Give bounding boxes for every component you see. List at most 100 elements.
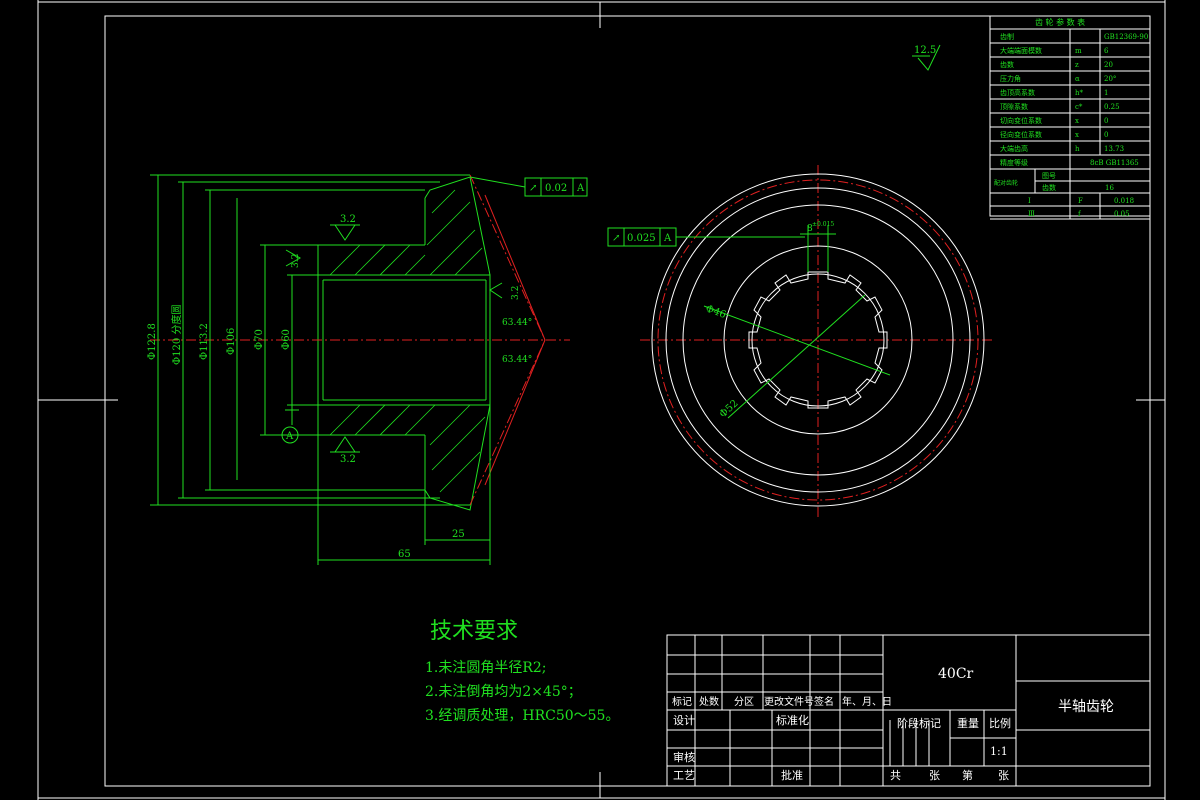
tb-review: 审核	[673, 750, 695, 764]
pair-label: 配对齿轮	[994, 179, 1018, 187]
tb-header-count: 处数	[699, 695, 719, 708]
tb-header-date: 年、月、日	[842, 695, 892, 708]
tech-req-item-2: 2.未注倒角均为2×45°；	[425, 684, 582, 700]
tb-weight: 重量	[957, 716, 979, 730]
param-sym: c*	[1075, 103, 1083, 111]
hatch-upper	[329, 189, 483, 276]
datum-a-marker: A	[281, 405, 299, 444]
svg-text:0.02: 0.02	[545, 183, 567, 194]
material-label: 40Cr	[938, 666, 974, 682]
param-sym: m	[1075, 47, 1082, 55]
tb-sheet-no: 第	[962, 768, 973, 782]
param-value: GB12369-90	[1104, 33, 1148, 41]
param-name: 大端端面模数	[1000, 46, 1042, 55]
param-name: 顶隙系数	[1000, 102, 1028, 111]
dim-key-8-tol: ±0.015	[812, 221, 834, 228]
param-name: 压力角	[1000, 74, 1021, 83]
dim-d46: Φ46	[704, 303, 727, 320]
param-name: 精度等级	[1000, 158, 1028, 167]
drawing-frame	[37, 0, 1166, 800]
param-name: 切向变位系数	[1000, 116, 1042, 125]
technical-requirements: 技术要求 1.未注圆角半径R2; 2.未注倒角均为2×45°； 3.经调质处理，…	[425, 619, 619, 724]
tb-design: 设计	[673, 714, 695, 727]
dim-d6: Φ60	[281, 329, 292, 350]
right-end-view: Φ46 Φ52 8 ±0.015 ↗ 0.025 A	[607, 165, 995, 520]
surface-finish-small-right: 3.2	[489, 282, 521, 300]
tech-req-item-1: 1.未注圆角半径R2;	[425, 660, 547, 676]
tol-value: 0.05	[1114, 210, 1130, 218]
param-value: 1	[1104, 89, 1108, 97]
tol-name: Ⅲ	[1028, 210, 1035, 218]
surface-finish-bore-top: 3.2	[330, 214, 360, 241]
param-value: 6	[1104, 47, 1109, 55]
param-value: 0.25	[1104, 103, 1120, 111]
tech-req-item-3: 3.经调质处理，HRC50～55。	[425, 708, 619, 724]
spline-bore	[748, 271, 888, 409]
pair-value: 16	[1105, 184, 1114, 192]
svg-text:3.2: 3.2	[511, 286, 521, 300]
tb-sheets-unit1: 张	[929, 769, 940, 782]
dim-len-65: 65	[398, 549, 411, 560]
diameter-dimensions: Φ122.8 Φ120 分度圆 Φ113.2 Φ106 Φ70 Φ60	[147, 174, 470, 506]
dim-d1: Φ122.8	[147, 323, 158, 360]
param-name: 大端齿高	[1000, 144, 1028, 153]
hatch-lower	[329, 404, 486, 493]
tb-header-change-doc: 更改文件号	[764, 695, 814, 708]
pair-name: 齿数	[1042, 183, 1056, 192]
param-name: 齿制	[1000, 32, 1014, 41]
param-sym: x	[1075, 131, 1079, 139]
part-name: 半轴齿轮	[1058, 699, 1114, 715]
dim-d5: Φ70	[254, 329, 265, 350]
param-value: 8cB GB11365	[1090, 159, 1139, 167]
tb-process: 工艺	[673, 769, 695, 782]
svg-text:3.2: 3.2	[340, 214, 356, 225]
surface-finish-small-left: 3.2	[285, 249, 302, 268]
param-sym: h	[1075, 145, 1080, 153]
dim-d3: Φ113.2	[199, 323, 210, 360]
tb-standard: 标准化	[776, 713, 809, 727]
tol-sym: f	[1078, 210, 1082, 218]
tech-req-title: 技术要求	[430, 619, 518, 644]
surface-finish-value: 12.5	[914, 45, 936, 56]
angle-label-2: 63.44°	[502, 355, 532, 365]
tb-header-sign: 签名	[814, 695, 834, 708]
gdt-frame-right: ↗ 0.025 A	[607, 227, 805, 247]
param-name: 齿顶高系数	[1000, 88, 1035, 97]
param-sym: α	[1075, 75, 1080, 83]
tb-sheets-total: 共	[890, 769, 901, 782]
tol-value: 0.018	[1114, 197, 1134, 205]
tb-header-zone: 分区	[734, 696, 754, 708]
tol-name: Ⅰ	[1028, 197, 1031, 205]
datum-a-label: A	[285, 431, 294, 442]
svg-text:A: A	[663, 233, 672, 244]
tb-scale-label: 比例	[989, 716, 1011, 730]
param-value: 0	[1104, 117, 1108, 125]
param-sym: x	[1075, 117, 1079, 125]
surface-finish-bore-bottom: 3.2	[330, 436, 360, 465]
tb-approve: 批准	[781, 768, 803, 782]
surface-finish-symbol: 12.5	[912, 44, 941, 71]
svg-text:3.2: 3.2	[340, 454, 356, 465]
param-value: 13.73	[1104, 145, 1124, 153]
svg-text:↗: ↗	[529, 183, 537, 194]
title-block: 40Cr 半轴齿轮 标记 处数 分区 更改文件号 签名 年、月、日 设计 标准化…	[666, 634, 1151, 787]
param-name: 径向变位系数	[1000, 130, 1042, 139]
dim-len-25: 25	[452, 529, 465, 540]
dim-key-8: 8	[807, 224, 813, 234]
tol-sym: F	[1078, 197, 1083, 205]
svg-text:3.2: 3.2	[291, 254, 301, 268]
gdt-frame-left: ↗ 0.02 A	[469, 176, 588, 197]
param-value: 20	[1104, 61, 1113, 69]
svg-text:A: A	[576, 183, 585, 194]
tb-scale: 1:1	[990, 745, 1008, 758]
svg-text:0.025: 0.025	[627, 233, 656, 244]
param-name: 齿数	[1000, 60, 1014, 69]
svg-text:↗: ↗	[612, 233, 620, 244]
angle-label-1: 63.44°	[502, 318, 532, 328]
param-sym: z	[1075, 61, 1079, 69]
tb-stage-mark: 阶段标记	[897, 716, 941, 730]
dim-d4: Φ106	[226, 328, 237, 355]
left-section-view: Φ122.8 Φ120 分度圆 Φ113.2 Φ106 Φ70 Φ60 65 2…	[147, 174, 588, 565]
